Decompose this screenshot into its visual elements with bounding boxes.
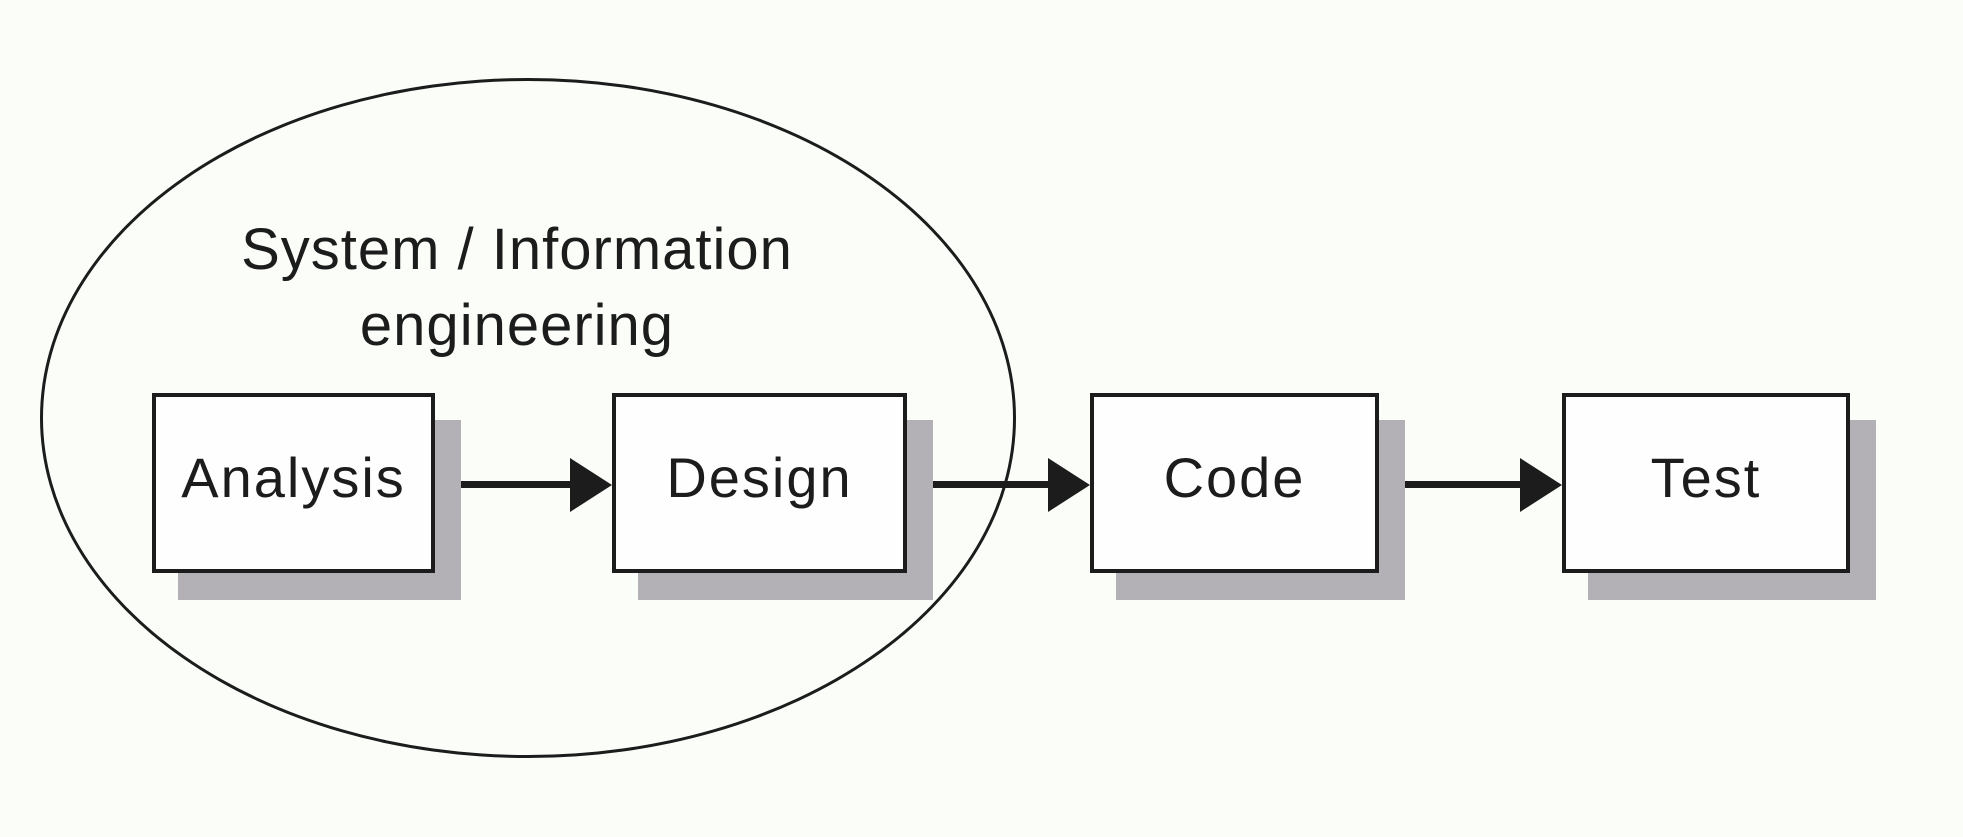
- process-box-analysis: Analysis: [152, 393, 435, 573]
- process-box-label: Design: [666, 445, 853, 509]
- arrow-head-icon: [1520, 458, 1562, 512]
- system-engineering-ellipse: [40, 78, 1016, 758]
- process-box-label: Test: [1650, 445, 1762, 509]
- ellipse-label-line2: engineering: [359, 293, 675, 358]
- process-box-test: Test: [1562, 393, 1850, 573]
- arrow-head-icon: [570, 458, 612, 512]
- ellipse-label: System / Information engineering: [217, 212, 817, 364]
- arrow-shaft: [435, 481, 571, 488]
- ellipse-label-line1: System / Information: [241, 217, 793, 282]
- process-box-code: Code: [1090, 393, 1379, 573]
- process-box-design: Design: [612, 393, 907, 573]
- process-box-label: Code: [1163, 445, 1306, 509]
- process-box-label: Analysis: [181, 445, 406, 509]
- arrow-head-icon: [1048, 458, 1090, 512]
- arrow-shaft: [1379, 481, 1521, 488]
- arrow-shaft: [907, 481, 1049, 488]
